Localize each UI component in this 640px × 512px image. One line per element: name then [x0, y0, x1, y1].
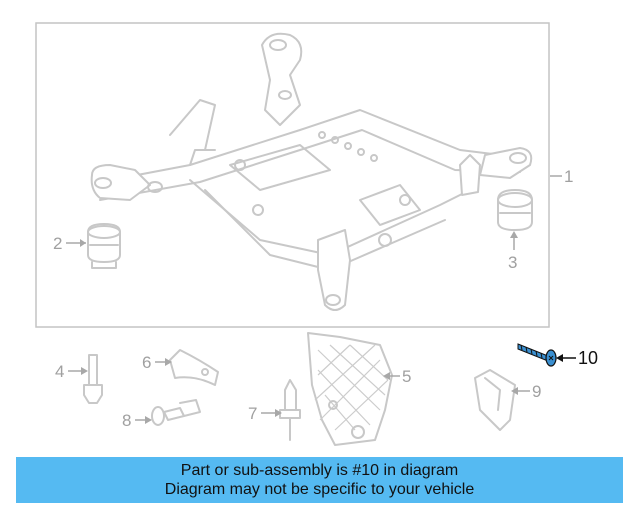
- callout-1: 1: [550, 167, 573, 186]
- banner-line-part: Part or sub-assembly is #10 in diagram: [180, 462, 459, 479]
- push-pin-illustration: [151, 399, 201, 426]
- callout-7: 7: [248, 404, 282, 423]
- subframe-illustration: [90, 32, 533, 311]
- callout-label-10: 10: [578, 348, 598, 368]
- callout-label-9: 9: [532, 382, 541, 401]
- screw-part-10-illustration[interactable]: [517, 343, 557, 367]
- callout-label-3: 3: [508, 253, 517, 272]
- callout-10[interactable]: 10: [556, 348, 598, 368]
- callout-label-6: 6: [142, 353, 151, 372]
- callout-4: 4: [55, 362, 88, 381]
- callout-2: 2: [53, 234, 86, 253]
- callout-label-7: 7: [248, 404, 257, 423]
- callout-6: 6: [142, 353, 172, 372]
- callout-label-4: 4: [55, 362, 64, 381]
- assembly-frame-box: [35, 22, 550, 328]
- callout-5: 5: [383, 367, 411, 386]
- bushing-left-illustration: [87, 223, 121, 269]
- info-banner: Part or sub-assembly is #10 in diagram D…: [16, 457, 623, 503]
- banner-line-disclaimer: Diagram may not be specific to your vehi…: [164, 481, 475, 498]
- callout-label-1: 1: [564, 167, 573, 186]
- bolt-illustration: [83, 354, 103, 404]
- bracket-illustration: [169, 349, 219, 386]
- parts-diagram: 1 2 3 4 5 6 7 8 9 10: [35, 22, 598, 446]
- shield-plate-illustration: [307, 332, 393, 446]
- callout-label-2: 2: [53, 234, 62, 253]
- bushing-right-illustration: [497, 189, 533, 231]
- mount-bracket-illustration: [474, 369, 516, 431]
- callout-9: 9: [511, 382, 541, 401]
- callout-label-8: 8: [122, 411, 131, 430]
- clip-illustration: [279, 379, 301, 441]
- callout-3: 3: [508, 231, 518, 272]
- callout-8: 8: [122, 411, 152, 430]
- callout-label-5: 5: [402, 367, 411, 386]
